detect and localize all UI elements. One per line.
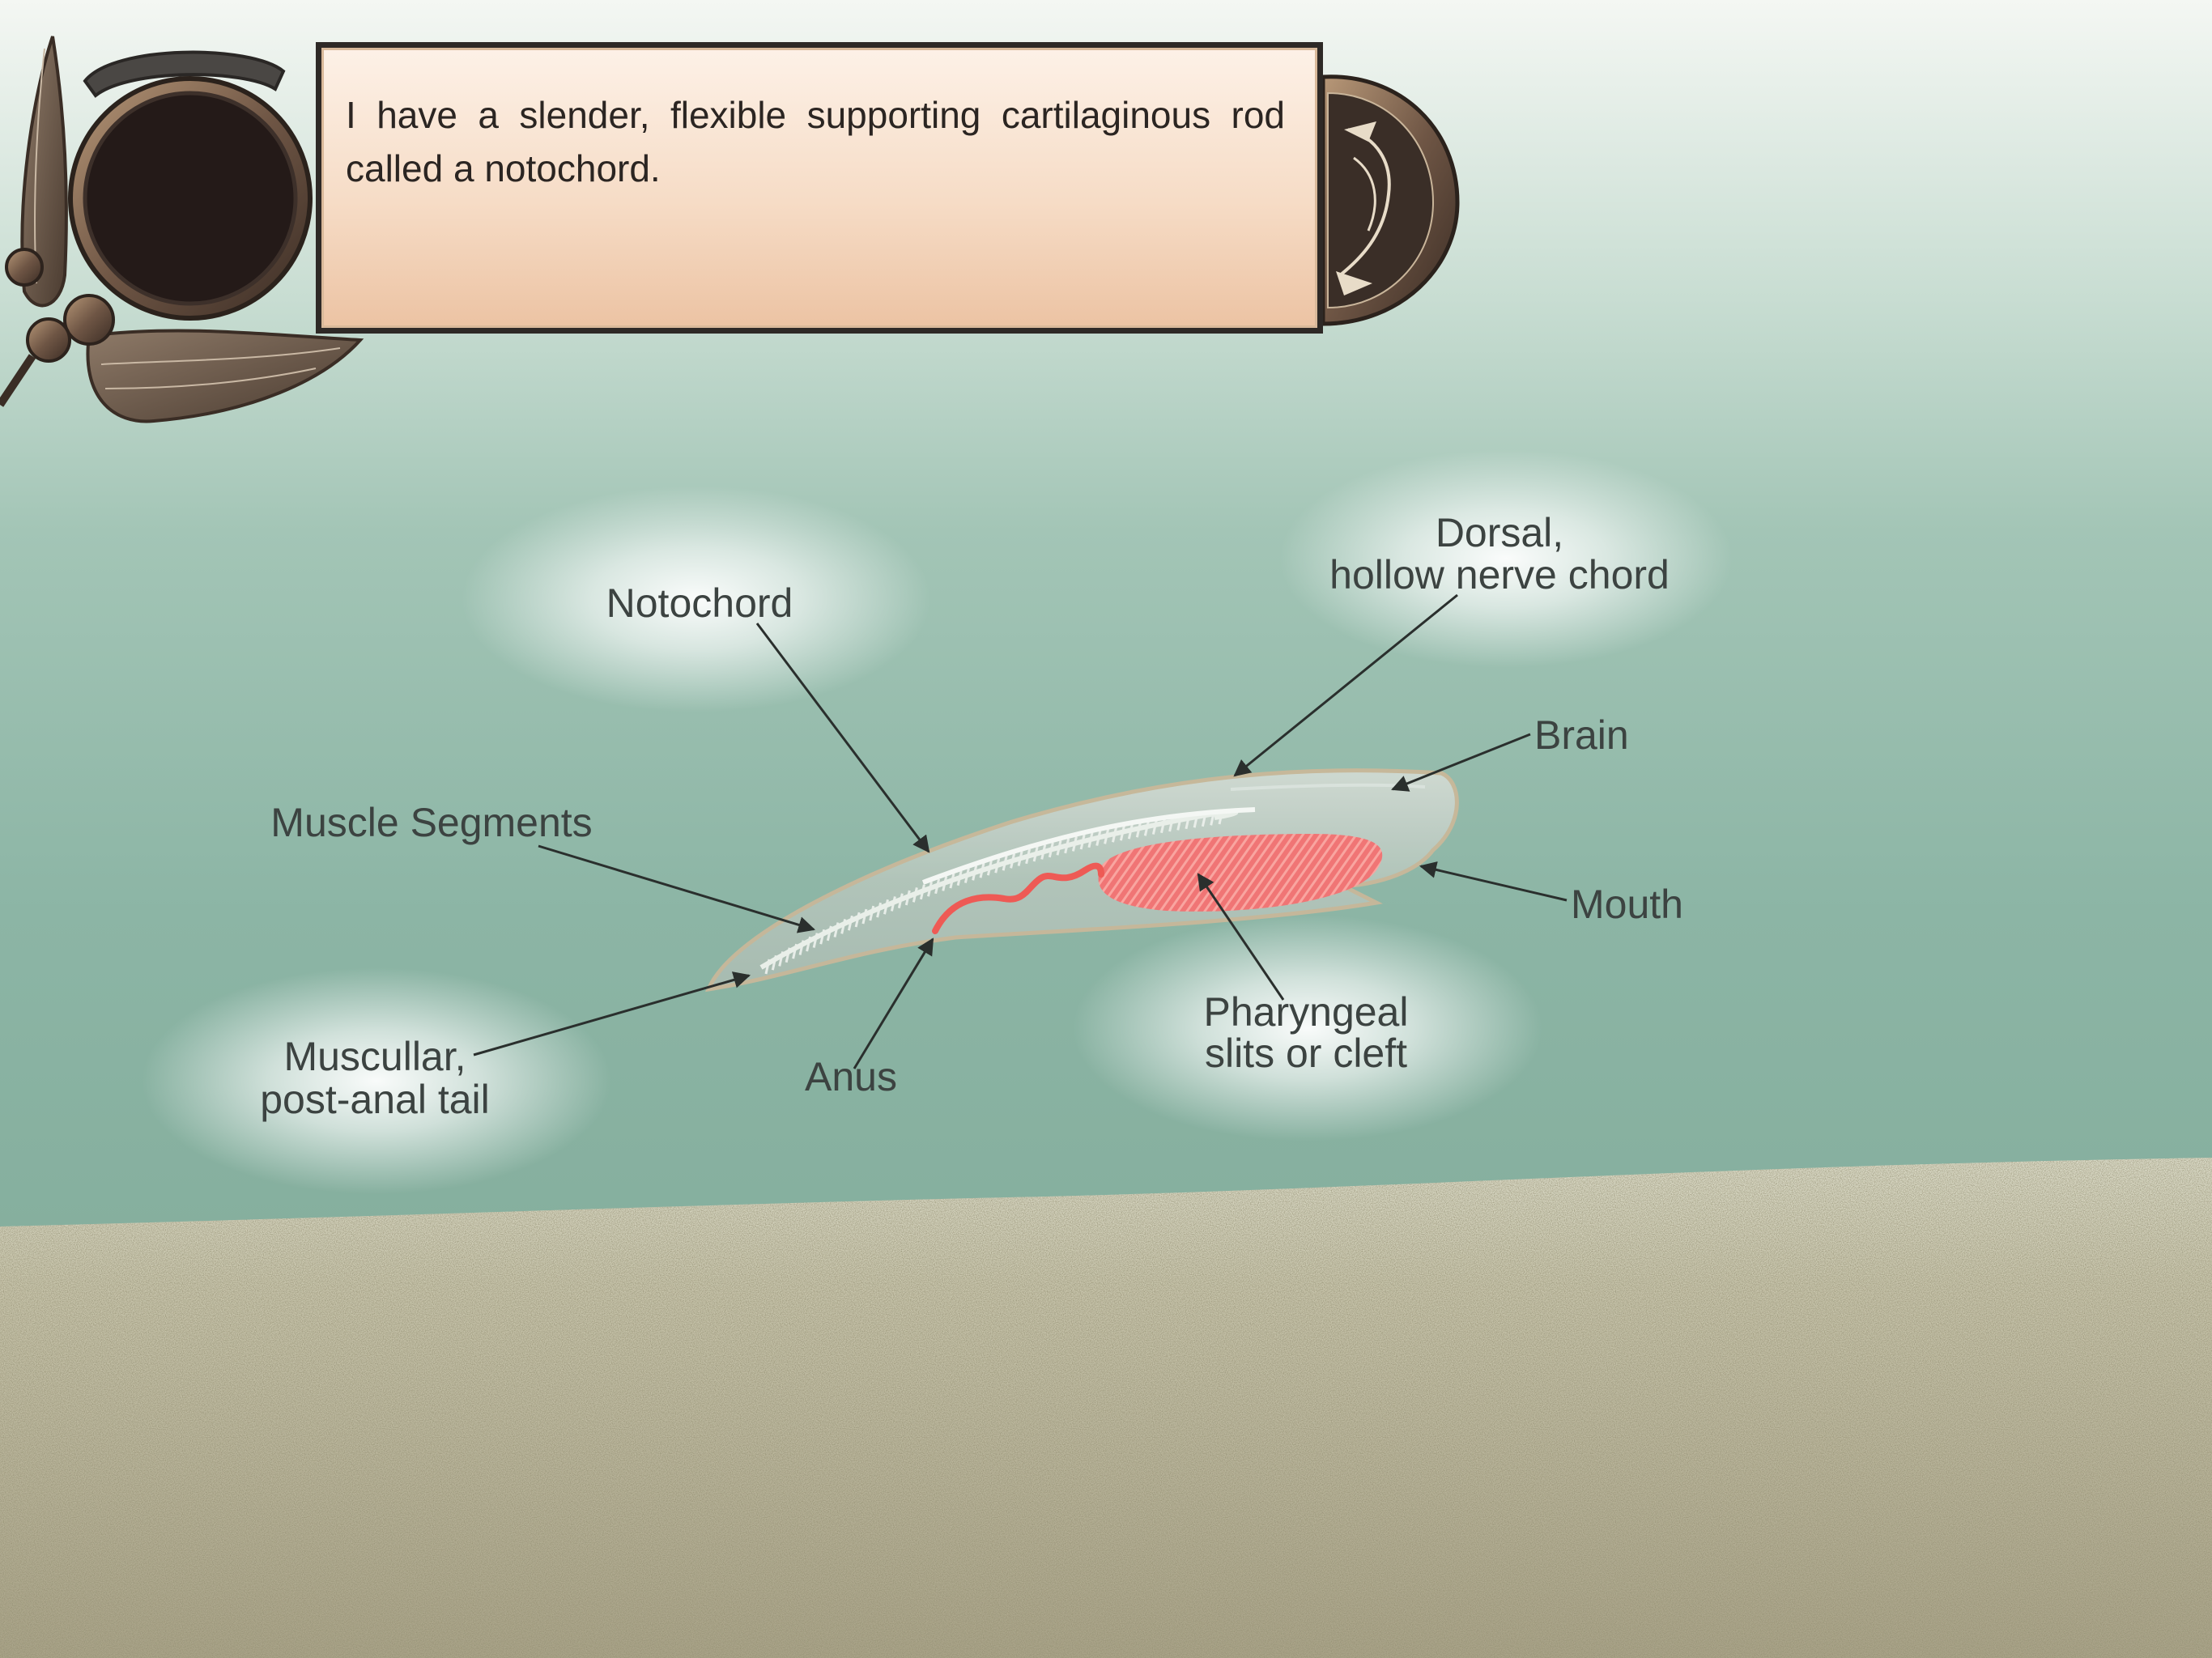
label-brain: Brain [1534,712,1629,758]
leader-mouth [1419,861,1568,902]
leader-tail [473,971,751,1056]
leader-anus [853,937,934,1069]
dialog-box: I have a slender, flexible supporting ca… [316,42,1323,334]
fish-emblem-icon [1321,74,1460,326]
leader-pharyngeal [1197,873,1285,1001]
label-dorsal-line2: hollow nerve chord [1329,552,1670,597]
label-glows [142,449,1733,1194]
label-pharyngeal-line2: slits or cleft [1205,1031,1407,1076]
dialog-text: I have a slender, flexible supporting ca… [346,94,1285,189]
label-dorsal-line1: Dorsal, [1436,510,1563,555]
leader-brain [1391,733,1531,792]
lancelet-body [705,768,1459,993]
leader-lines [473,593,1568,1069]
gut [932,862,1104,934]
leader-nerve-chord [1233,593,1458,777]
sand-floor [0,1158,2212,1658]
pharyngeal-slits [1098,834,1383,912]
label-tail-line2: post-anal tail [260,1077,490,1122]
label-tail-line1: Muscullar, [283,1034,466,1079]
leader-muscle-segments [538,844,816,933]
label-notochord: Notochord [606,580,793,626]
label-pharyngeal-line1: Pharyngeal [1204,989,1409,1035]
label-muscle-segments: Muscle Segments [270,800,592,845]
label-mouth: Mouth [1571,882,1683,927]
dragonfly-wing-ornament-icon [0,36,364,423]
label-anus: Anus [805,1054,897,1099]
dark-portrait-frame-icon [68,50,313,321]
leader-notochord [755,623,930,853]
